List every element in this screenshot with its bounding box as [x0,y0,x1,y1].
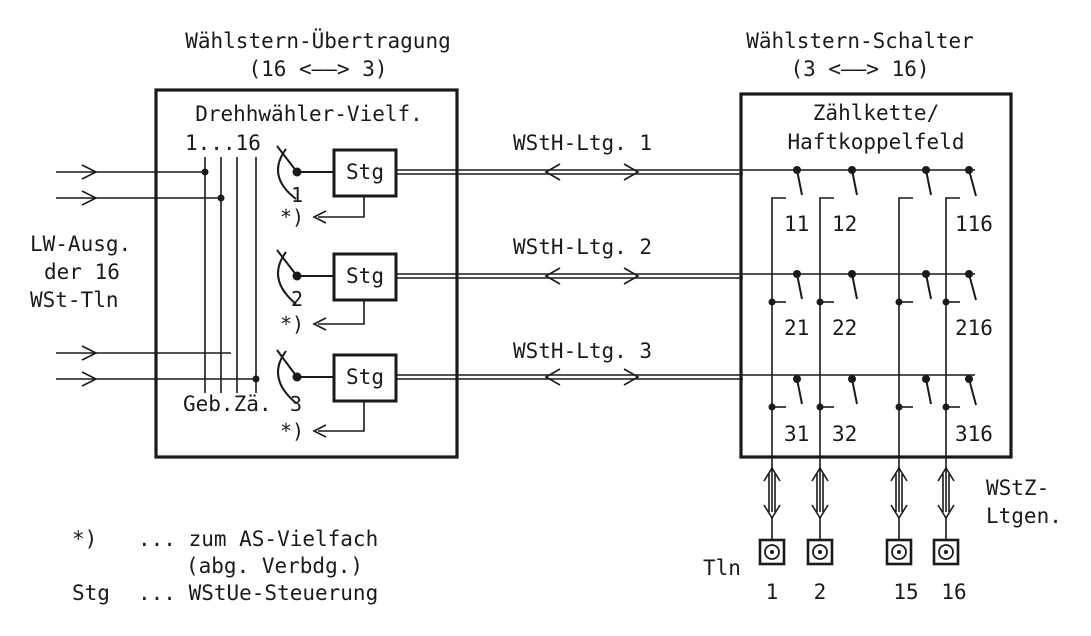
right-title: Wählstern-Schalter [746,29,974,53]
outputs-label-line2: Ltgen. [986,504,1062,528]
rotary-selector-2 [276,249,334,305]
trunk-line-label-2: WStH-Ltg. 2 [513,235,652,259]
inputs-label-line3: WSt-Tln [30,288,119,312]
feedback-line-1 [318,196,365,218]
feedback-arrow-1 [312,210,327,224]
cell-22: 22 [832,316,857,340]
telephone-icon [885,538,913,566]
switch-header-line2: Haftkoppelfeld [787,130,964,154]
controller-3 [332,353,398,403]
crosspoint-row-1 [793,166,977,197]
cell-31: 31 [784,422,809,446]
legend-text-1: ... zum AS-Vielfach [138,527,378,551]
legend-text-3: ... WStUe-Steuerung [138,581,378,605]
right-subtitle: (3 <——> 16) [790,57,929,81]
rotary-number-2: 2 [291,287,303,311]
feedback-arrow-2 [312,317,327,331]
controller-1 [332,148,398,198]
trunk-line-label-1: WStH-Ltg. 1 [513,131,652,155]
cell-12: 12 [832,212,857,236]
subscriber-number-2: 2 [814,580,827,604]
subscriber-number-16: 16 [941,580,966,604]
cell-316: 316 [955,422,993,446]
subscriber-prefix: Tln [703,556,741,580]
telephone-icon [806,538,834,566]
legend-text-2: (abg. Verbdg.) [186,554,363,578]
rotary-number-3: 3 [290,392,302,416]
cell-216: 216 [955,316,993,340]
rotary-selector-1 [276,145,334,200]
input-lines [56,164,260,387]
cell-21: 21 [784,316,809,340]
controller-label-2: Stg [346,264,384,288]
subscriber-number-1: 1 [766,580,779,604]
left-subtitle: (16 <——> 3) [248,57,387,81]
feedback-line-2 [318,300,365,325]
rotary-number-1: 1 [291,183,303,207]
legend-key-1: *) [72,527,97,551]
controller-2 [332,252,398,302]
switch-header-line1: Zählkette/ [813,101,939,125]
feedback-arrow-3 [312,424,327,438]
cell-11: 11 [784,212,809,236]
rotary-selector-3 [276,349,334,404]
subscriber-connectors [763,466,955,540]
as-mark-2: *) [280,312,304,336]
feedback-line-3 [318,401,365,432]
inputs-label-line2: der 16 [44,260,120,284]
trunk-lines [396,163,975,386]
trunk-line-label-3: WStH-Ltg. 3 [513,339,652,363]
crosspoint-row-3 [768,375,977,411]
telephone-icon [932,538,960,566]
as-mark-3: *) [280,419,304,443]
cell-32: 32 [832,422,857,446]
legend-key-3: Stg [72,581,110,605]
controller-label-1: Stg [346,160,384,184]
switch-box [739,92,1013,459]
left-title: Wählstern-Übertragung [185,28,451,53]
charge-counter-label: Geb.Zä. [183,392,272,416]
cell-116: 116 [955,212,993,236]
outputs-label-line1: WStZ- [986,476,1049,500]
crosspoint-row-2 [768,270,977,306]
rotary-range-label: 1...16 [185,131,261,155]
as-mark-1: *) [280,205,304,229]
crosspoint-columns [771,197,960,512]
rotary-bank-header: Drehhwähler-Vielf. [195,102,423,126]
subscriber-number-15: 15 [893,580,918,604]
telephone-icon [758,538,786,566]
controller-label-3: Stg [346,365,384,389]
inputs-label-line1: LW-Ausg. [30,232,131,256]
